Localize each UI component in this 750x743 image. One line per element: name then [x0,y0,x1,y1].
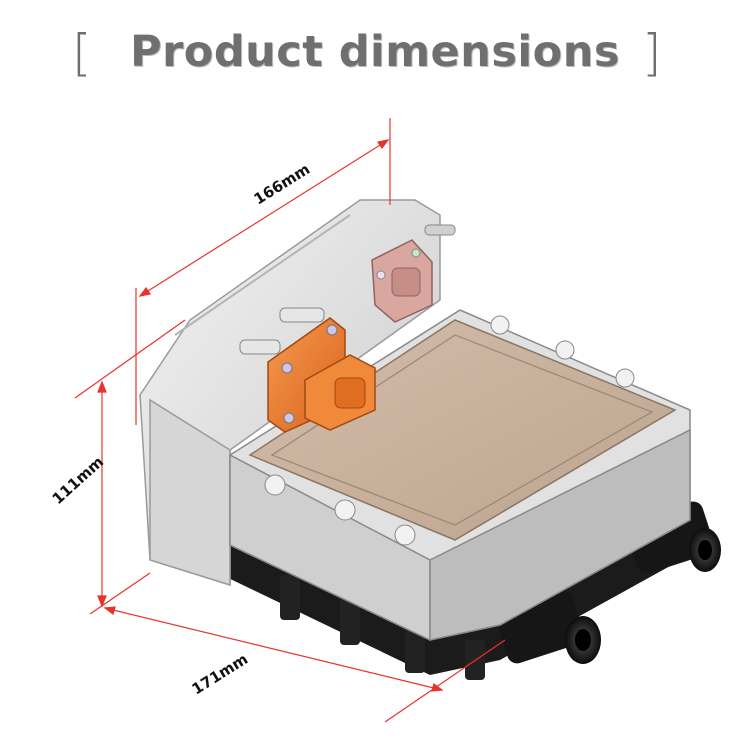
pink-connector [371,239,433,323]
dimension-length-label: 166mm [251,160,314,208]
lid [248,319,677,541]
title-right-bracket: ] [642,24,662,82]
dimension-width-label: 171mm [189,650,252,698]
page-title: Product dimensions [130,27,620,77]
dimension-height-111 [74,319,186,615]
title-left-bracket: [ [72,24,92,82]
orange-connector [239,307,376,433]
dimension-width-171 [103,606,506,723]
dimension-height-label: 111mm [49,453,108,508]
dimension-length-166 [135,118,391,425]
